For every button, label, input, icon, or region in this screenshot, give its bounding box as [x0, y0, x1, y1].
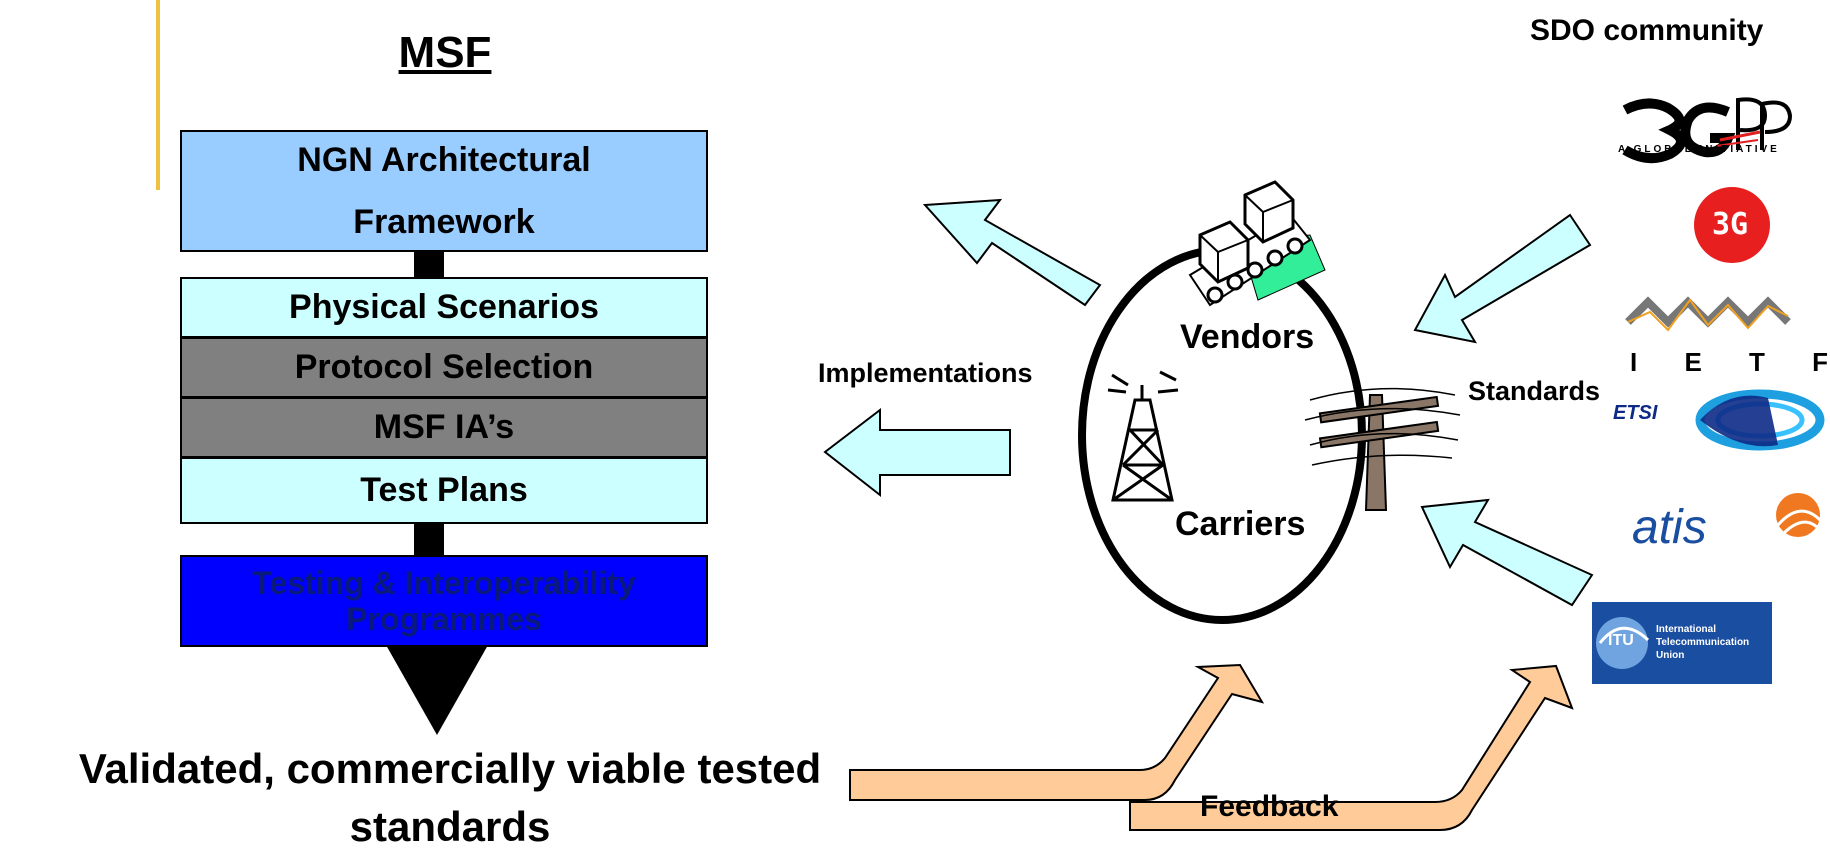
ngn-architecture-box: NGN Architectural Framework	[180, 130, 708, 252]
carriers-label: Carriers	[1175, 505, 1306, 543]
layer-label: Protocol Selection	[294, 348, 594, 386]
itu-line1: International	[1656, 624, 1717, 635]
stack-spine	[414, 250, 444, 280]
etsi-logo	[1695, 389, 1825, 451]
layer-label: Physical Scenarios	[289, 288, 599, 326]
standards-label: Standards	[1468, 376, 1601, 406]
utility-pole-icon	[1304, 387, 1461, 511]
testing-programmes-box: Testing & Interoperability Programmes	[180, 555, 708, 647]
standards-arrow-upper	[1413, 213, 1592, 344]
ngn-architecture-label: NGN Architectural Framework	[297, 141, 591, 241]
3gpp-logo	[1622, 97, 1793, 164]
standards-arrow-lower	[1420, 498, 1594, 607]
layer-physical-scenarios: Physical Scenarios	[180, 277, 708, 338]
testing-programmes-label: Testing & Interoperability Programmes	[252, 565, 636, 637]
implementations-arrow	[823, 407, 1011, 498]
stack-spine-lower	[414, 523, 444, 555]
implementations-arrow-upper	[922, 198, 1102, 307]
feedback-arrow	[849, 663, 1265, 801]
layer-test-plans: Test Plans	[180, 457, 708, 524]
atis-mark: atis	[1632, 501, 1707, 554]
output-triangle	[386, 645, 488, 735]
etsi-mark: ETSI	[1613, 402, 1658, 424]
itu-mark: ITU	[1608, 632, 1634, 649]
conveyor-icon	[1188, 180, 1326, 307]
3gpp-tagline: A GLOBAL INITIATIVE	[1618, 144, 1780, 155]
ecosystem-ellipse	[1078, 246, 1366, 624]
result-statement: Validated, commercially viable tested st…	[78, 745, 822, 850]
3g-logo	[1694, 187, 1770, 263]
atis-logo	[1776, 493, 1822, 537]
3g-mark: 3G	[1712, 207, 1749, 242]
layer-protocol-selection: Protocol Selection	[180, 337, 708, 398]
sdo-heading: SDO community	[1530, 14, 1764, 47]
itu-line2: Telecommunication	[1656, 637, 1750, 648]
implementations-label: Implementations	[818, 358, 1033, 388]
itu-line3: Union	[1656, 650, 1685, 661]
layer-label: Test Plans	[360, 471, 528, 509]
radio-tower-icon	[1107, 370, 1179, 502]
layer-msf-ias: MSF IA’s	[180, 397, 708, 458]
msf-title: MSF	[398, 28, 492, 77]
feedback-arrow-right	[1129, 664, 1574, 831]
vendors-label: Vendors	[1180, 318, 1315, 356]
feedback-label: Feedback	[1200, 790, 1339, 823]
layer-label: MSF IA’s	[373, 408, 515, 446]
itu-logo	[1592, 602, 1772, 684]
ietf-logo	[1625, 296, 1791, 332]
ietf-mark: I E T F	[1630, 347, 1830, 377]
